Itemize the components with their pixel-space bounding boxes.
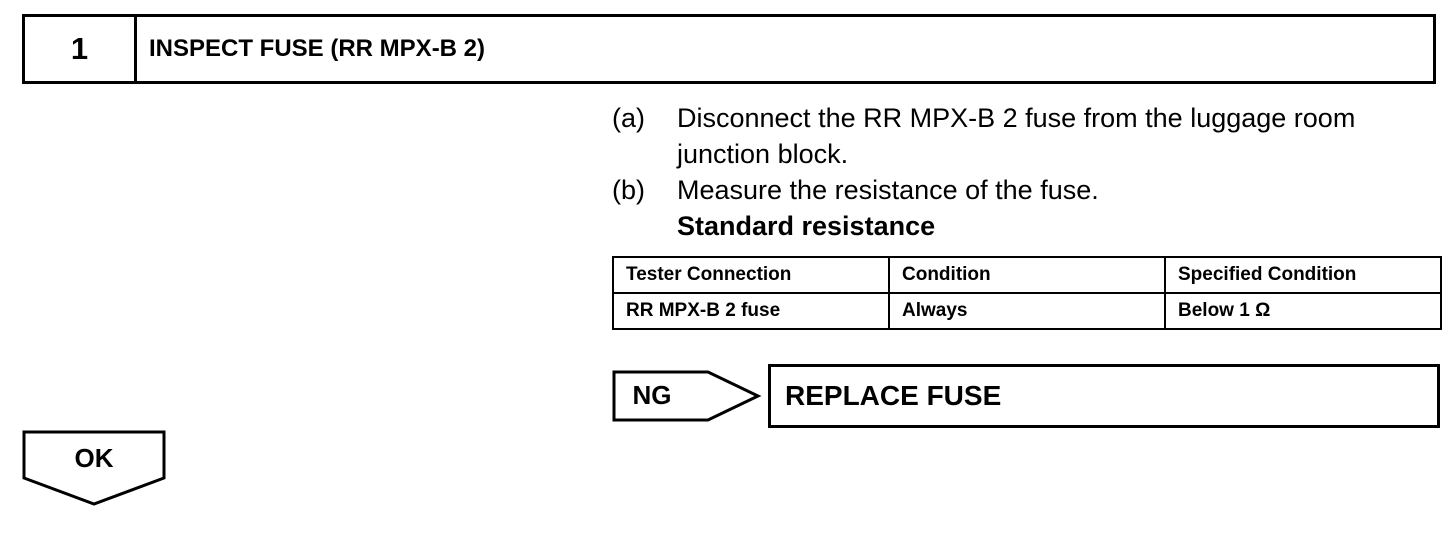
table-cell: Below 1 Ω — [1164, 292, 1442, 330]
spec-table: Tester Connection Condition Specified Co… — [612, 256, 1442, 330]
instruction-text: Disconnect the RR MPX-B 2 fuse from the … — [677, 103, 1356, 169]
instruction-text: Measure the resistance of the fuse. — [677, 175, 1099, 205]
standard-resistance-label: Standard resistance — [677, 211, 936, 241]
table-cell: Always — [888, 292, 1166, 330]
ng-arrow-icon — [612, 370, 762, 422]
step-title: INSPECT FUSE (RR MPX-B 2) — [149, 35, 486, 62]
instruction-item: (b) Measure the resistance of the fuse. — [612, 172, 1452, 208]
table-cell: RR MPX-B 2 fuse — [612, 292, 890, 330]
ok-label: OK — [74, 442, 114, 473]
step-header: 1 INSPECT FUSE (RR MPX-B 2) — [22, 14, 1436, 84]
instruction-list: (a) Disconnect the RR MPX-B 2 fuse from … — [612, 100, 1452, 244]
column-header: Condition — [888, 256, 1166, 294]
column-header: Specified Condition — [1164, 256, 1442, 294]
instruction-item: (a) Disconnect the RR MPX-B 2 fuse from … — [612, 100, 1452, 172]
step-number: 1 — [25, 17, 137, 81]
ok-arrow-icon — [22, 430, 166, 506]
instruction-letter: (b) — [612, 175, 645, 205]
table-header-row: Tester Connection Condition Specified Co… — [612, 256, 1442, 294]
ng-label: NG — [632, 379, 672, 410]
ng-action-box: REPLACE FUSE — [768, 364, 1440, 428]
column-header: Tester Connection — [612, 256, 890, 294]
table-row: RR MPX-B 2 fuse Always Below 1 Ω — [612, 292, 1442, 330]
instruction-letter: (a) — [612, 103, 645, 133]
